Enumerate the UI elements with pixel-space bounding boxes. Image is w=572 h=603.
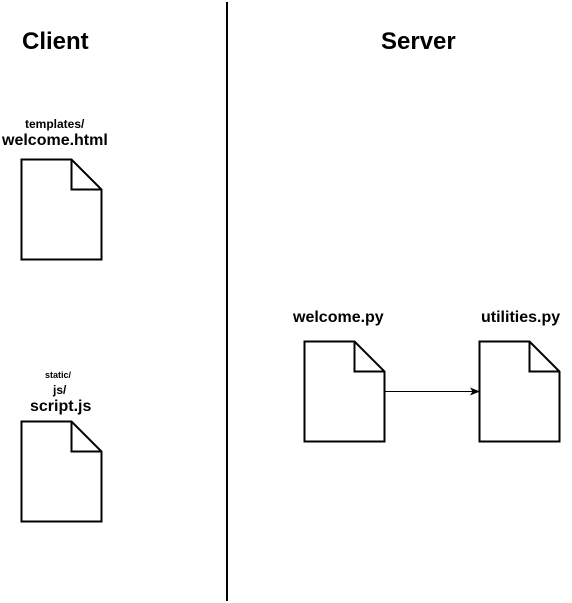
script-js-file-icon[interactable] bbox=[20, 420, 103, 523]
welcome-html-dir-label: templates/ bbox=[25, 117, 85, 131]
client-heading: Client bbox=[22, 28, 89, 55]
welcome-py-name-label: welcome.py bbox=[293, 309, 384, 326]
utilities-py-name-label: utilities.py bbox=[481, 309, 561, 326]
welcome-py-file-icon[interactable] bbox=[303, 340, 386, 443]
welcome-html-file-icon[interactable] bbox=[20, 158, 103, 261]
welcome-html-name-label: welcome.html bbox=[2, 132, 108, 149]
script-js-name-label: script.js bbox=[30, 398, 92, 415]
server-heading: Server bbox=[381, 28, 456, 55]
utilities-py-file-icon[interactable] bbox=[478, 340, 561, 443]
script-js-dir-top-label: static/ bbox=[45, 370, 72, 380]
script-js-dir-sub-label: js/ bbox=[53, 383, 67, 397]
